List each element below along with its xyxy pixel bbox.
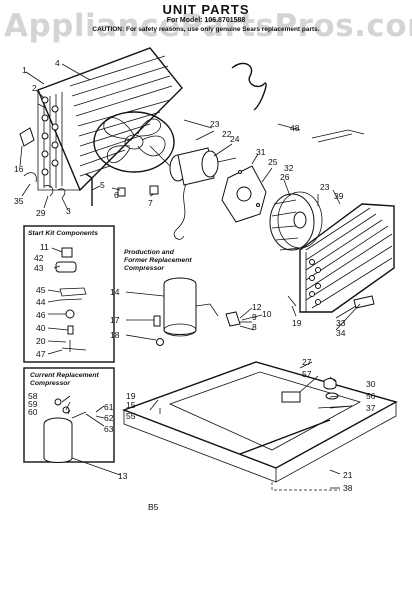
evaporator-coil [299,203,395,313]
callout-21: 21 [343,470,353,480]
callout-23a: 23 [210,119,220,129]
callout-9: 9 [252,312,257,322]
coil-brackets [287,295,375,309]
callout-16: 16 [14,164,24,174]
base-pan [121,361,398,491]
callout-59: 59 [28,399,38,409]
start-kit-heading: Start Kit Components [28,230,98,237]
callout-13: 13 [118,471,128,481]
callout-12: 12 [252,302,262,312]
callout-24: 24 [230,134,240,144]
diagram-title: UNIT PARTS [162,2,250,17]
fan-blade [93,111,175,173]
callout-11: 11 [40,242,49,252]
callout-labels: 1 2 3 4 5 6 7 8 9 10 11 12 13 14 15 16 1… [14,58,376,512]
drain-hardware [317,378,353,409]
callout-3: 3 [66,206,71,216]
callout-42: 42 [34,253,44,263]
callout-39: 39 [334,191,344,201]
callout-19b: 19 [126,391,136,401]
callout-25: 25 [268,157,278,167]
current-heading: Current Replacement Compressor [30,372,101,387]
callout-26: 26 [280,172,290,182]
callout-6: 6 [114,190,119,200]
callout-46: 46 [36,310,46,320]
callout-8: 8 [252,322,257,332]
callout-23b: 23 [320,182,330,192]
blower-wheel [269,191,323,251]
wire-harness [311,129,365,143]
callout-4: 4 [55,58,60,68]
callout-33: 33 [336,318,346,328]
current-compressor-box: Current Replacement Compressor [23,367,115,463]
callout-60: 60 [28,407,38,417]
production-heading-l3: Compressor [124,265,164,272]
callout-10: 10 [262,309,272,319]
callout-29: 29 [36,208,46,218]
footer-code: B5 [148,502,159,512]
caution-line: CAUTION: For safety reasons, use only ge… [92,26,320,33]
callout-57: 57 [302,369,312,379]
callout-1: 1 [22,65,27,75]
callout-63: 63 [104,424,114,434]
condenser-coil [37,47,183,192]
callout-35: 35 [14,196,24,206]
callout-38: 38 [343,483,353,493]
callout-43: 43 [34,263,44,273]
callout-37: 37 [366,403,376,413]
callout-5: 5 [100,180,105,190]
callout-15: 15 [126,400,136,410]
callout-30: 30 [366,379,376,389]
callout-7: 7 [148,198,153,208]
production-heading-l2: Former Replacement [124,257,192,264]
current-heading-l2: Compressor [30,380,70,387]
callout-22: 22 [222,129,232,139]
callout-18: 18 [110,330,120,340]
callout-48: 48 [290,123,300,133]
callout-47: 47 [36,349,46,359]
mounting-hardware [19,127,159,206]
motor-mounting-plate [221,165,267,223]
callout-19a: 19 [292,318,302,328]
callout-40: 40 [36,323,46,333]
production-heading-l1: Production and [124,249,175,256]
callout-58: 58 [28,391,38,401]
callout-61: 61 [104,402,114,412]
callout-17: 17 [110,315,120,325]
current-heading-l1: Current Replacement [30,372,99,379]
callout-31: 31 [256,147,266,157]
production-heading: Production and Former Replacement Compre… [124,249,194,272]
callout-62: 62 [104,413,114,423]
model-number-line: For Model: 106.8701588 [166,17,246,24]
callout-2: 2 [32,83,37,93]
fan-motor [149,145,237,240]
callout-32: 32 [284,163,294,173]
callout-56: 56 [366,391,376,401]
production-compressor: Production and Former Replacement Compre… [124,249,241,346]
callout-45: 45 [36,285,46,295]
callout-34: 34 [336,328,346,338]
callout-27: 27 [302,357,312,367]
callout-44: 44 [36,297,46,307]
leader-lines [19,63,361,489]
callout-14: 14 [110,287,120,297]
spring-clip [231,62,267,111]
callout-55: 55 [126,411,136,421]
callout-20: 20 [36,336,46,346]
